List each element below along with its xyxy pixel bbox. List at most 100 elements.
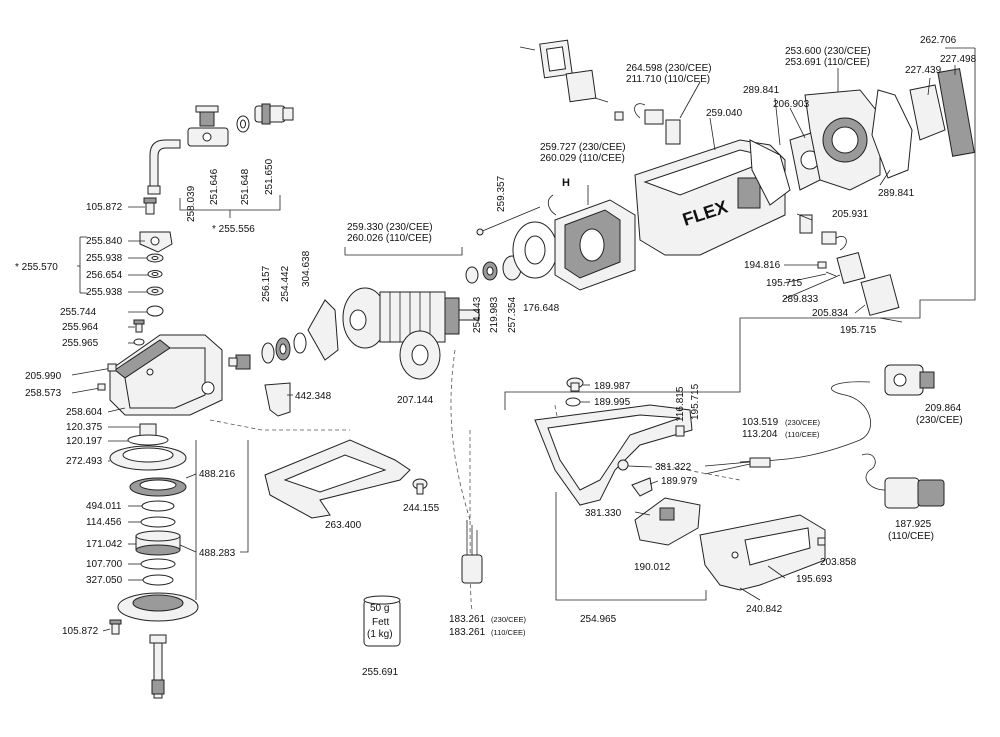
end-housing-253600 — [804, 89, 881, 191]
label-195715-a: 195.715 — [766, 278, 803, 289]
bearing-256157 — [261, 342, 275, 364]
bevel-gear-488216 — [129, 477, 187, 497]
label-206903: 206.903 — [773, 99, 810, 110]
label-264598: 264.598 (230/CEE) — [626, 63, 712, 74]
label-251650: 251.650 — [264, 158, 275, 195]
screw-195715-a — [825, 271, 837, 277]
label-105872-top: 105.872 — [86, 202, 123, 213]
label-190012: 190.012 — [634, 562, 671, 573]
label-259040: 259.040 — [706, 108, 743, 119]
plug-187925 — [861, 453, 945, 509]
label-494011: 494.011 — [86, 501, 122, 512]
label-107700: 107.700 — [86, 559, 123, 570]
cover-289833 — [836, 251, 866, 285]
washer-ring-small — [236, 115, 250, 133]
label-207144: 207.144 — [397, 395, 434, 406]
label-105872-bottom: 105.872 — [62, 626, 99, 637]
brush-holder-264598 — [614, 103, 681, 145]
label-263400: 263.400 — [325, 520, 362, 531]
label-258039: 258.039 — [186, 185, 197, 222]
plug-209864 — [884, 364, 935, 396]
label-289833: 289.833 — [782, 294, 819, 305]
screw-105872-top — [143, 197, 157, 215]
hose-elbow-fitting — [147, 139, 181, 195]
nut-381322 — [617, 459, 629, 471]
washer-189995 — [565, 397, 581, 407]
label-183261-a-sub: (230/CEE) — [491, 615, 527, 624]
power-cable-103519 — [704, 381, 871, 475]
screw-195693 — [767, 565, 786, 579]
label-255556: * 255.556 — [212, 224, 255, 235]
label-116815: 116.815 — [675, 386, 686, 422]
spacer-327050 — [142, 574, 174, 586]
label-304638: 304.638 — [301, 250, 312, 287]
label-205834: 205.834 — [812, 308, 849, 319]
label-259330: 259.330 (230/CEE) — [347, 222, 433, 233]
label-259357: 259.357 — [496, 175, 507, 212]
label-289841-b: 289.841 — [878, 188, 915, 199]
label-257354: 257.354 — [507, 296, 518, 333]
nut-255938-b — [146, 286, 164, 296]
screw-258573 — [71, 383, 106, 394]
button-189987 — [566, 377, 584, 392]
label-255691: 255.691 — [362, 667, 399, 678]
screw-105872-bottom — [109, 619, 122, 635]
label-203858: 203.858 — [820, 557, 857, 568]
label-442348: 442.348 — [295, 391, 332, 402]
baffle-ring-176648 — [512, 221, 558, 279]
label-195693: 195.693 — [796, 574, 833, 585]
handle-half-right — [699, 514, 826, 591]
grease-name: Fett — [372, 617, 389, 628]
label-209864: 209.864 — [925, 403, 962, 414]
t-valve-body — [187, 105, 229, 147]
label-183261-b: 183.261 — [449, 627, 486, 638]
label-103519-sub: (230/CEE) — [785, 418, 821, 427]
switch-190012 — [634, 497, 701, 546]
label-113204-sub: (110/CEE) — [785, 430, 820, 439]
bushing-120375 — [139, 423, 157, 437]
label-488283: 488.283 — [199, 548, 236, 559]
label-244155: 244.155 — [403, 503, 440, 514]
grease-weight: (1 kg) — [367, 629, 393, 640]
label-227498: 227.498 — [940, 54, 977, 65]
washer-304638 — [293, 332, 307, 354]
filter-pad-227498 — [937, 68, 975, 157]
bearing-254443 — [465, 266, 479, 284]
label-183261-b-sub: (110/CEE) — [491, 628, 526, 637]
label-194816: 194.816 — [744, 260, 781, 271]
label-255938-b: 255.938 — [86, 287, 123, 298]
label-258573: 258.573 — [25, 388, 62, 399]
cover-plate-mid — [565, 69, 609, 103]
retaining-ring-494011 — [141, 500, 175, 512]
label-205931: 205.931 — [832, 209, 869, 220]
gear-head-housing — [109, 334, 223, 416]
label-254443: 254.443 — [472, 296, 483, 333]
label-189987: 189.987 — [594, 381, 631, 392]
gear-spindle-stub — [228, 354, 251, 370]
nut-255938-a — [146, 253, 164, 263]
washer-256654 — [147, 270, 163, 278]
label-255570: * 255.570 — [15, 262, 58, 273]
label-195715-b: 195.715 — [840, 325, 877, 336]
fan-plate — [307, 299, 339, 361]
label-240842: 240.842 — [746, 604, 783, 615]
lever-bracket — [139, 231, 173, 253]
label-H: H — [562, 177, 570, 189]
screw-203858 — [817, 537, 826, 546]
label-260026: 260.026 (110/CEE) — [347, 233, 432, 244]
label-251648: 251.648 — [240, 168, 251, 205]
label-211710: 211.710 (110/CEE) — [626, 74, 710, 85]
brush-holder-205931 — [799, 214, 847, 251]
output-spindle — [149, 634, 167, 699]
label-255964: 255.964 — [62, 322, 99, 333]
handle-half-254965 — [534, 404, 693, 506]
flange-housing — [117, 592, 199, 622]
cover-plate-top — [519, 39, 573, 79]
label-255744: 255.744 — [60, 307, 97, 318]
label-259727: 259.727 (230/CEE) — [540, 142, 626, 153]
label-120197: 120.197 — [66, 436, 103, 447]
label-260029: 260.029 (110/CEE) — [540, 153, 625, 164]
label-253600: 253.600 (230/CEE) — [785, 46, 871, 57]
field-coil-stator — [547, 194, 636, 291]
